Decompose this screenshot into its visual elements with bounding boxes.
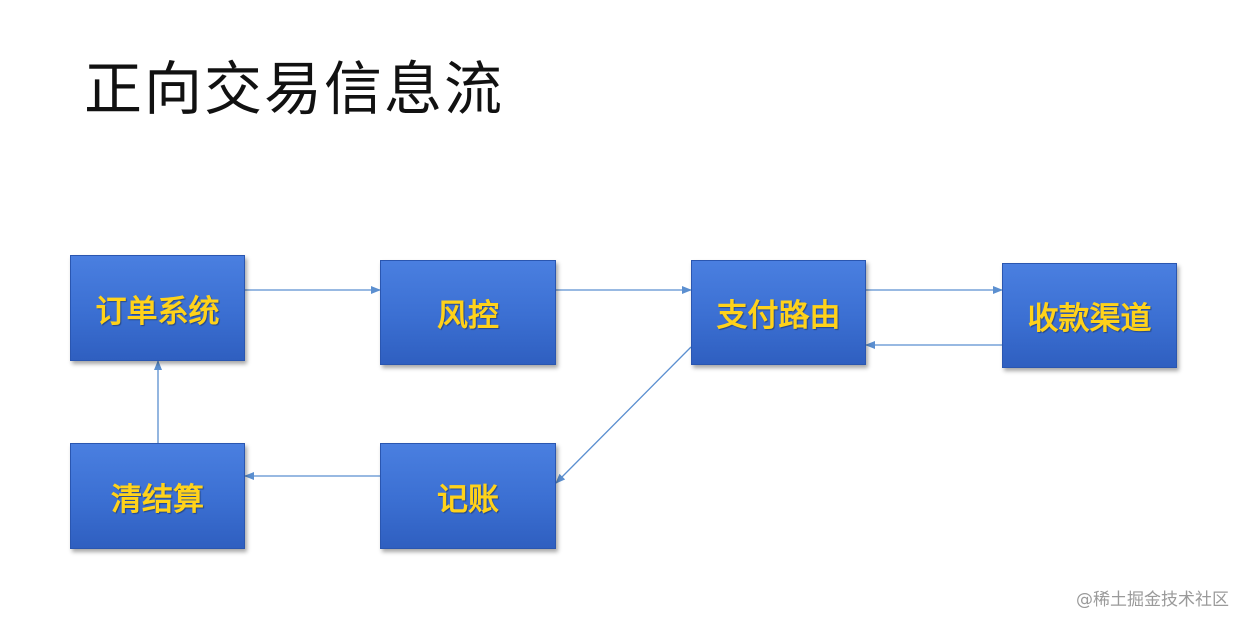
- node-order-system: 订单系统: [70, 255, 245, 361]
- node-collection-channel: 收款渠道: [1002, 263, 1177, 368]
- node-order-system-label: 订单系统: [95, 293, 220, 330]
- node-clearing-settlement: 清结算: [70, 443, 245, 549]
- node-risk-control-label: 风控: [437, 298, 499, 334]
- node-collection-channel-label: 收款渠道: [1027, 301, 1152, 337]
- node-clearing-settlement-label: 清结算: [111, 481, 204, 518]
- node-bookkeeping: 记账: [380, 443, 556, 549]
- page-title: 正向交易信息流: [84, 55, 505, 123]
- node-risk-control: 风控: [380, 260, 556, 365]
- node-bookkeeping-label: 记账: [437, 481, 499, 518]
- node-payment-routing: 支付路由: [691, 260, 866, 365]
- node-payment-routing-label: 支付路由: [716, 298, 841, 334]
- arrow-routing-to-ledger: [555, 346, 692, 484]
- watermark: @稀土掘金技术社区: [1076, 590, 1229, 610]
